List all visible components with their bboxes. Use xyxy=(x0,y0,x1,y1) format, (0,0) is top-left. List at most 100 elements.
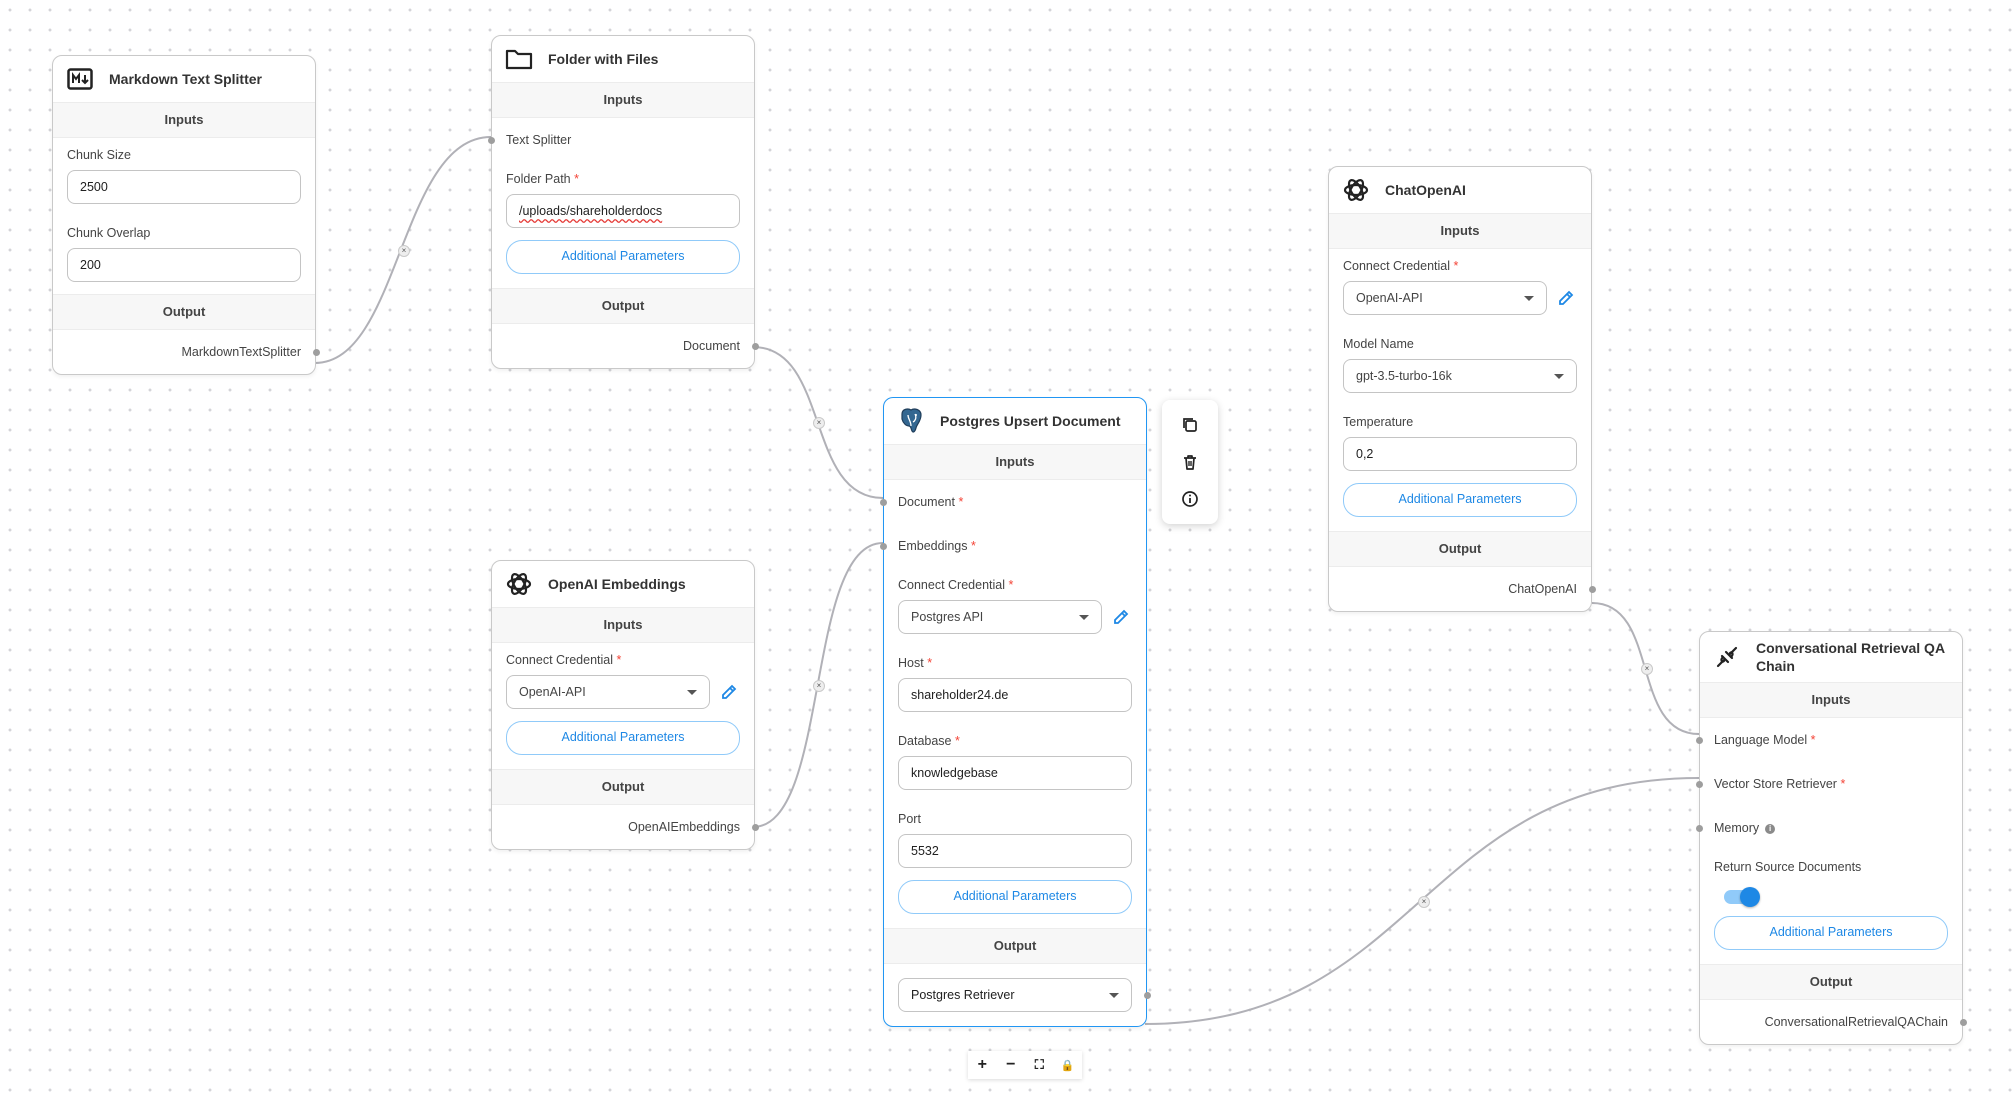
output-header: Output xyxy=(1329,531,1591,567)
folder-path-input[interactable]: /uploads/shareholderdocs xyxy=(506,194,740,228)
port-input[interactable]: 5532 xyxy=(898,834,1132,868)
folder-icon xyxy=(504,44,534,74)
credential-select[interactable]: OpenAI-API xyxy=(1343,281,1547,315)
node-header[interactable]: Markdown Text Splitter xyxy=(53,56,315,102)
lock-button[interactable]: 🔒 xyxy=(1060,1059,1075,1072)
node-title: Folder with Files xyxy=(548,51,659,67)
additional-parameters-button[interactable]: Additional Parameters xyxy=(1343,483,1577,517)
model-name-value: gpt-3.5-turbo-16k xyxy=(1356,369,1452,383)
chunk-overlap-input[interactable]: 200 xyxy=(67,248,301,282)
output-header: Output xyxy=(884,928,1146,964)
connect-credential-label: Connect Credential xyxy=(1343,259,1451,273)
output-header: Output xyxy=(1700,964,1962,1000)
model-name-select[interactable]: gpt-3.5-turbo-16k xyxy=(1343,359,1577,393)
temperature-input[interactable]: 0,2 xyxy=(1343,437,1577,471)
node-header[interactable]: Conversational Retrieval QA Chain xyxy=(1700,632,1962,682)
output-select[interactable]: Postgres Retriever xyxy=(898,978,1132,1012)
chevron-down-icon xyxy=(1554,374,1564,379)
language-model-label: Language Model xyxy=(1714,733,1808,747)
temperature-label: Temperature xyxy=(1343,415,1414,429)
output-header: Output xyxy=(53,294,315,330)
connect-credential-label: Connect Credential xyxy=(898,578,1006,592)
output-handle[interactable] xyxy=(751,342,759,350)
return-source-documents-toggle[interactable] xyxy=(1724,887,1760,907)
node-conversational-retrieval-qa-chain[interactable]: Conversational Retrieval QA Chain Inputs… xyxy=(1695,631,1967,1045)
required-marker: * xyxy=(1810,733,1816,747)
edit-icon[interactable] xyxy=(720,683,738,701)
trash-icon[interactable] xyxy=(1181,453,1199,471)
input-handle-language-model[interactable] xyxy=(1695,736,1703,744)
node-chat-openai[interactable]: ChatOpenAI Inputs Connect Credential * O… xyxy=(1328,166,1596,612)
copy-icon[interactable] xyxy=(1181,416,1199,434)
credential-select-value: Postgres API xyxy=(911,610,984,624)
credential-select[interactable]: OpenAI-API xyxy=(506,675,710,709)
input-handle-memory[interactable] xyxy=(1695,824,1703,832)
node-openai-embeddings[interactable]: OpenAI Embeddings Inputs Connect Credent… xyxy=(491,560,759,850)
output-handle[interactable] xyxy=(312,348,320,356)
node-title: OpenAI Embeddings xyxy=(548,576,686,592)
document-label: Document xyxy=(898,495,955,509)
fit-view-button[interactable]: ⛶ xyxy=(1034,1057,1044,1072)
edge-delete-button[interactable]: × xyxy=(813,417,825,429)
input-handle-text-splitter[interactable] xyxy=(487,136,495,144)
required-marker: * xyxy=(927,656,933,670)
node-folder-with-files[interactable]: Folder with Files Inputs Text Splitter F… xyxy=(487,35,759,369)
additional-parameters-button[interactable]: Additional Parameters xyxy=(898,880,1132,914)
output-select-value: Postgres Retriever xyxy=(911,988,1015,1002)
openai-icon xyxy=(1341,175,1371,205)
host-input[interactable]: shareholder24.de xyxy=(898,678,1132,712)
inputs-header: Inputs xyxy=(884,444,1146,480)
edit-icon[interactable] xyxy=(1112,608,1130,626)
input-handle-embeddings[interactable] xyxy=(879,542,887,550)
inputs-header: Inputs xyxy=(1700,682,1962,718)
additional-parameters-button[interactable]: Additional Parameters xyxy=(506,721,740,755)
node-title: ChatOpenAI xyxy=(1385,182,1466,198)
edge-delete-button[interactable]: × xyxy=(1641,663,1653,675)
chevron-down-icon xyxy=(1079,615,1089,620)
info-icon[interactable]: i xyxy=(1765,823,1776,834)
output-handle[interactable] xyxy=(1959,1018,1967,1026)
additional-parameters-button[interactable]: Additional Parameters xyxy=(1714,916,1948,950)
edge-delete-button[interactable]: × xyxy=(813,680,825,692)
required-marker: * xyxy=(574,172,579,186)
info-icon[interactable] xyxy=(1181,490,1199,508)
node-header[interactable]: OpenAI Embeddings xyxy=(492,561,754,607)
flow-controls: + − ⛶ 🔒 xyxy=(968,1051,1082,1079)
postgres-elephant-icon xyxy=(896,406,926,436)
node-header[interactable]: Postgres Upsert Document xyxy=(884,398,1146,444)
input-handle-document[interactable] xyxy=(879,498,887,506)
required-marker: * xyxy=(955,734,960,748)
zoom-out-button[interactable]: − xyxy=(1006,1056,1016,1073)
embeddings-label: Embeddings xyxy=(898,539,968,553)
output-anchor-label: Document xyxy=(683,339,740,353)
folder-path-label: Folder Path xyxy=(506,172,571,186)
database-input[interactable]: knowledgebase xyxy=(898,756,1132,790)
output-anchor-label: OpenAIEmbeddings xyxy=(628,820,740,834)
output-handle[interactable] xyxy=(1588,585,1596,593)
node-postgres-upsert-document[interactable]: Postgres Upsert Document Inputs Document… xyxy=(879,397,1151,1027)
chunk-size-input[interactable]: 2500 xyxy=(67,170,301,204)
required-marker: * xyxy=(1453,259,1459,273)
chain-link-icon xyxy=(1712,642,1742,672)
output-handle[interactable] xyxy=(1143,991,1151,999)
required-marker: * xyxy=(616,653,622,667)
edge-delete-button[interactable]: × xyxy=(1418,896,1430,908)
additional-parameters-button[interactable]: Additional Parameters xyxy=(506,240,740,274)
output-header: Output xyxy=(492,769,754,805)
edge-delete-button[interactable]: × xyxy=(398,245,410,257)
zoom-in-button[interactable]: + xyxy=(977,1056,987,1073)
required-marker: * xyxy=(1840,777,1846,791)
node-markdown-text-splitter[interactable]: Markdown Text Splitter Inputs Chunk Size… xyxy=(52,55,320,375)
credential-select[interactable]: Postgres API xyxy=(898,600,1102,634)
node-header[interactable]: ChatOpenAI xyxy=(1329,167,1591,213)
credential-select-value: OpenAI-API xyxy=(1356,291,1423,305)
output-handle[interactable] xyxy=(751,823,759,831)
input-handle-vector-store-retriever[interactable] xyxy=(1695,780,1703,788)
edit-icon[interactable] xyxy=(1557,289,1575,307)
toggle-knob xyxy=(1740,887,1760,907)
database-label: Database xyxy=(898,734,952,748)
memory-label: Memory xyxy=(1714,821,1760,835)
required-marker: * xyxy=(958,495,964,509)
node-title: Markdown Text Splitter xyxy=(109,71,262,87)
node-header[interactable]: Folder with Files xyxy=(492,36,754,82)
